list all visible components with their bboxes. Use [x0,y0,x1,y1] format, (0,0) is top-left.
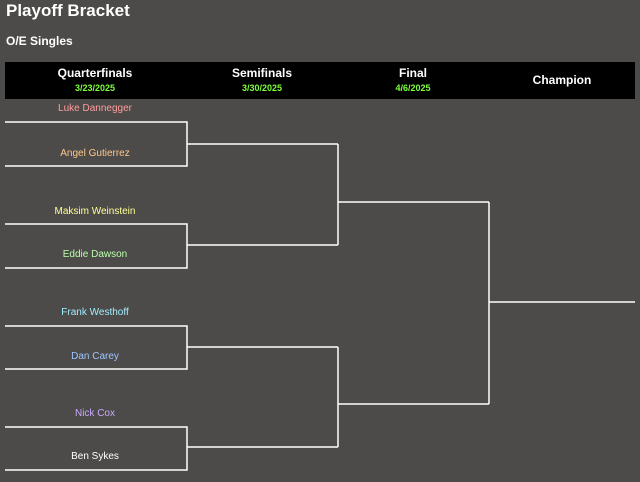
player-name: Frank Westhoff [61,307,129,318]
player-name: Maksim Weinstein [54,206,136,217]
bracket-subtitle: O/E Singles [6,34,73,48]
qf-slot-line [5,121,188,167]
player-name: Eddie Dawson [62,249,128,260]
qf-slot-line [5,325,188,370]
round-header-final: Final 4/6/2025 [323,62,503,99]
round-name: Quarterfinals [57,66,133,80]
round-header-semifinals: Semifinals 3/30/2025 [172,62,352,99]
player-name: Luke Dannegger [58,103,132,114]
round-header-bar: Quarterfinals 3/23/2025 Semifinals 3/30/… [5,62,635,99]
qf-slot-line [5,426,188,471]
round-header-quarterfinals: Quarterfinals 3/23/2025 [5,62,185,99]
player-name: Angel Gutierrez [60,148,130,159]
player-name: Nick Cox [74,408,115,419]
round-date: 3/23/2025 [74,83,116,93]
round-date: 3/30/2025 [241,83,283,93]
player-name: Dan Carey [71,351,119,362]
round-name: Semifinals [231,66,293,80]
round-date: 4/6/2025 [395,83,431,93]
qf-slot-line [5,223,188,269]
round-header-champion: Champion [472,62,640,99]
page-title: Playoff Bracket [6,1,130,20]
player-name: Ben Sykes [71,451,119,462]
round-name: Final [398,66,427,80]
round-name: Champion [532,73,592,87]
